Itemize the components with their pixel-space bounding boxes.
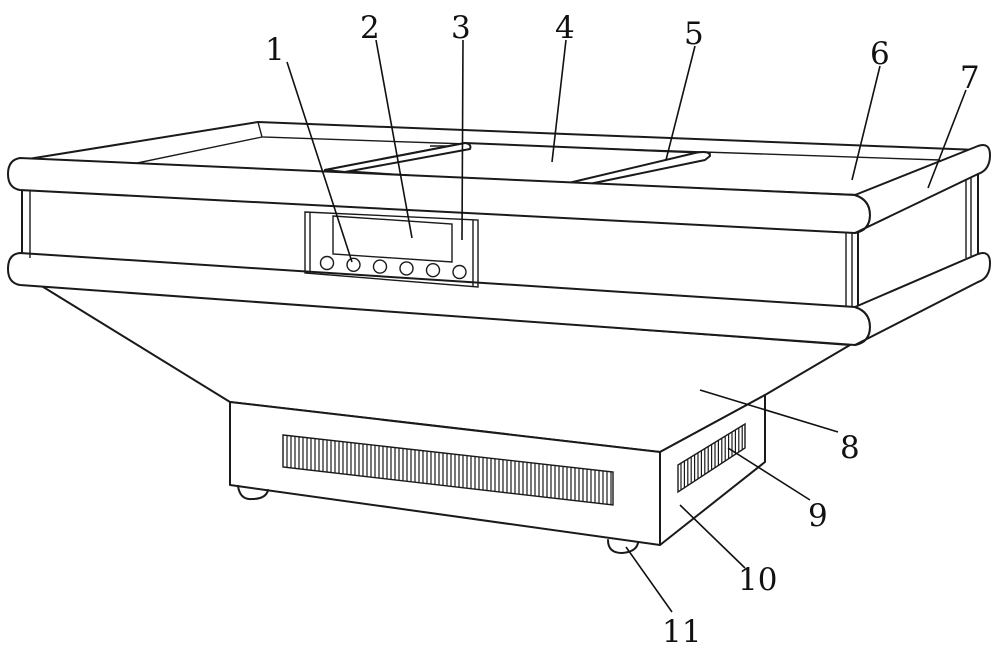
caster-wheel bbox=[607, 539, 639, 554]
callout-label-9: 9 bbox=[808, 498, 828, 534]
callout-label-8: 8 bbox=[840, 430, 860, 466]
leader-lines bbox=[286, 39, 967, 613]
display-screen bbox=[332, 215, 453, 263]
control-button bbox=[346, 257, 361, 272]
callout-label-7: 7 bbox=[960, 60, 980, 96]
leader-7 bbox=[927, 89, 967, 189]
callout-labels: 1 2 3 4 5 6 7 8 9 10 11 bbox=[265, 10, 980, 650]
leader-3 bbox=[461, 39, 464, 241]
base-cabinet bbox=[229, 394, 766, 546]
callout-label-5: 5 bbox=[684, 16, 704, 52]
caster-wheel-left bbox=[237, 485, 269, 501]
leader-4 bbox=[551, 39, 567, 163]
leader-5 bbox=[665, 45, 696, 161]
callout-label-3: 3 bbox=[451, 10, 471, 46]
callout-label-10: 10 bbox=[738, 562, 777, 598]
control-button bbox=[425, 263, 441, 278]
callout-label-11: 11 bbox=[662, 614, 701, 648]
control-button bbox=[319, 255, 335, 271]
front-vent-grille bbox=[282, 434, 614, 506]
leader-10 bbox=[679, 504, 746, 569]
side-vent bbox=[677, 422, 746, 494]
callout-label-6: 6 bbox=[870, 36, 890, 72]
leader-2 bbox=[375, 39, 413, 239]
leader-9 bbox=[727, 447, 811, 501]
leader-11 bbox=[625, 546, 673, 613]
top-rail bbox=[7, 144, 991, 234]
callout-label-4: 4 bbox=[555, 10, 575, 46]
control-panel bbox=[304, 211, 479, 288]
leader-8 bbox=[699, 389, 839, 433]
leader-6 bbox=[851, 65, 881, 181]
control-buttons bbox=[319, 255, 467, 280]
control-button bbox=[399, 261, 414, 276]
callout-label-2: 2 bbox=[360, 10, 380, 46]
callout-label-1: 1 bbox=[265, 32, 285, 68]
control-button bbox=[372, 259, 388, 274]
leader-1 bbox=[286, 61, 353, 263]
control-button bbox=[452, 264, 467, 280]
